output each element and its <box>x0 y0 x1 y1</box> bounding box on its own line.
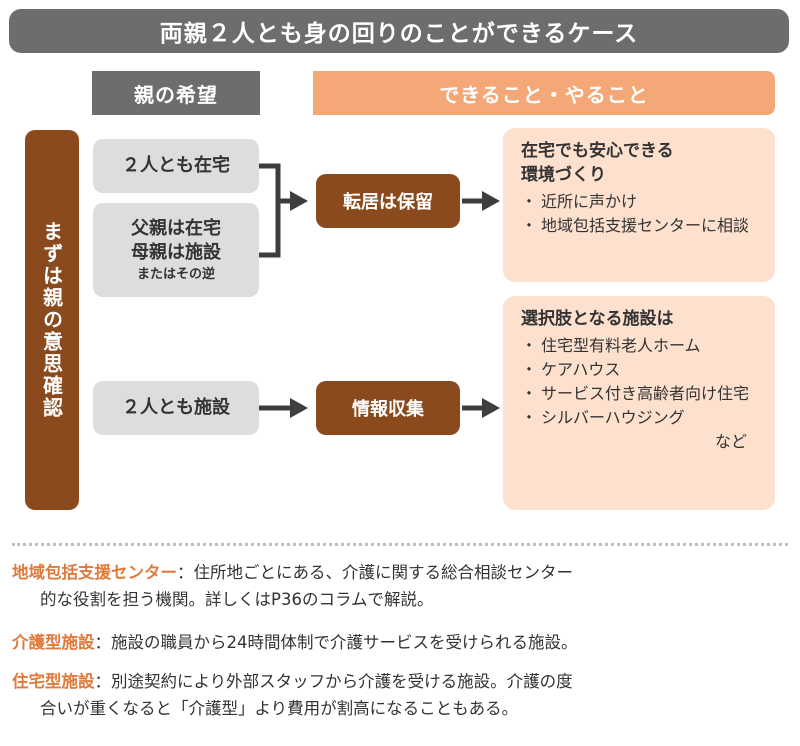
list-item: 住宅型有料老人ホーム <box>521 334 761 358</box>
result-facility-options: 選択肢となる施設は 住宅型有料老人ホーム ケアハウス サービス付き高齢者向け住宅… <box>503 296 775 510</box>
result-facility-etc: など <box>714 431 747 451</box>
header-parents-wish: 親の希望 <box>92 71 260 115</box>
bracket-connector <box>259 163 281 258</box>
note-term: 地域包括支援センター <box>12 563 177 582</box>
result-facility-title: 選択肢となる施設は <box>521 309 674 329</box>
list-item: 地域包括支援センターに相談 <box>521 214 761 238</box>
list-item: 近所に声かけ <box>521 190 761 214</box>
list-item: シルバーハウジング <box>521 406 761 430</box>
note-separator: ： <box>94 672 112 691</box>
wish-split-line1: 父親は在宅 <box>131 217 221 239</box>
action-postpone-label: 転居は保留 <box>343 192 433 213</box>
note-text: 住所地ごとにある、介護に関する総合相談センター <box>193 563 574 582</box>
result-facility-list: 住宅型有料老人ホーム ケアハウス サービス付き高齢者向け住宅 シルバーハウジング <box>521 334 761 430</box>
result-home-title-line2: 環境づくり <box>521 164 606 185</box>
note-term: 住宅型施設 <box>12 672 95 691</box>
arrow-head-gather <box>290 398 308 418</box>
action-gather-label: 情報収集 <box>352 399 424 420</box>
note-residential-facility: 住宅型施設：別途契約により外部スタッフから介護を受ける施設。介護の度 合いが重く… <box>12 668 792 722</box>
note-text-continued: 的な役割を担う機関。詳しくはP36のコラムで解説。 <box>40 590 434 610</box>
note-regional-center: 地域包括支援センター：住所地ごとにある、介護に関する総合相談センター 的な役割を… <box>12 559 792 613</box>
list-item: サービス付き高齢者向け住宅 <box>521 382 761 406</box>
wish-split-line2: 母親は施設 <box>131 242 221 264</box>
note-separator: ： <box>94 633 112 652</box>
list-item: ケアハウス <box>521 358 761 382</box>
side-label-confirm-intent: まずは親の意思確認 <box>25 130 79 510</box>
wish-both-home: ２人とも在宅 <box>93 139 259 193</box>
result-home-title-line1: 在宅でも安心できる <box>521 141 674 161</box>
arrow-head-home <box>482 191 500 211</box>
note-separator: ： <box>177 563 194 582</box>
wish-split-note: またはその逆 <box>136 266 215 282</box>
wish-both-home-label: ２人とも在宅 <box>122 154 230 176</box>
arrow-head-postpone <box>290 191 308 211</box>
note-text-continued: 合いが重くなると「介護型」より費用が割高になることもある。 <box>40 699 519 719</box>
note-term: 介護型施設 <box>12 633 95 652</box>
note-care-facility: 介護型施設：施設の職員から24時間体制で介護サービスを受けられる施設。 <box>12 629 792 656</box>
arrow-head-facility <box>482 398 500 418</box>
note-text: 施設の職員から24時間体制で介護サービスを受けられる施設。 <box>111 633 578 652</box>
wish-split: 父親は在宅 母親は施設 またはその逆 <box>93 203 259 297</box>
action-postpone-move: 転居は保留 <box>316 174 460 228</box>
header-what-to-do: できること・やること <box>313 71 775 115</box>
divider <box>12 543 788 546</box>
result-home-environment: 在宅でも安心できる 環境づくり 近所に声かけ 地域包括支援センターに相談 <box>503 128 775 282</box>
note-text: 別途契約により外部スタッフから介護を受ける施設。介護の度 <box>111 672 573 691</box>
wish-both-facility-label: ２人とも施設 <box>122 396 230 418</box>
page-title: 両親２人とも身の回りのことができるケース <box>9 9 789 53</box>
wish-both-facility: ２人とも施設 <box>93 381 259 435</box>
result-home-list: 近所に声かけ 地域包括支援センターに相談 <box>521 190 761 238</box>
action-gather-info: 情報収集 <box>316 381 460 435</box>
